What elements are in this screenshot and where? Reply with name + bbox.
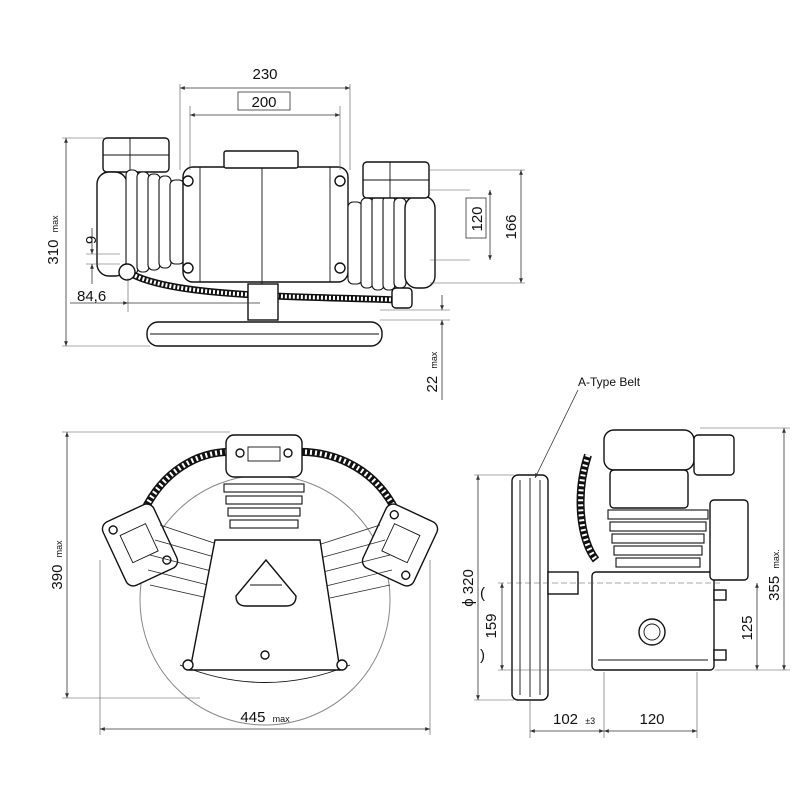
dim-9: 9	[83, 236, 100, 244]
dim-355: 355	[766, 576, 783, 601]
svg-text:445 max: 445 max	[240, 709, 290, 726]
dim-159: 159	[483, 613, 500, 638]
front-view	[101, 434, 439, 726]
svg-text:(: (	[480, 585, 485, 602]
side-valve-right	[709, 499, 749, 581]
front-top-head	[225, 434, 303, 478]
dim-84-6: 84,6	[77, 288, 106, 305]
front-right-head	[361, 503, 439, 587]
front-left-head	[101, 503, 179, 587]
dim-125: 125	[739, 615, 756, 640]
dim-310: 310	[45, 240, 62, 265]
svg-text:355 max.: 355 max.	[766, 549, 783, 601]
right-cylinder-fins	[347, 195, 436, 291]
dim-390-unit: max	[54, 540, 64, 558]
svg-text:22 max: 22 max	[424, 351, 441, 392]
svg-text:102 ±3: 102 ±3	[553, 711, 595, 728]
svg-text:390 max: 390 max	[49, 540, 66, 590]
dim-22-unit: max	[429, 351, 439, 369]
front-left-fins	[147, 524, 221, 599]
front-oil-window	[235, 558, 297, 607]
dim-310-unit: max	[50, 215, 60, 233]
side-valve-top	[693, 434, 735, 476]
dim-166: 166	[503, 214, 520, 239]
svg-text:): )	[480, 647, 485, 664]
dim-120-top: 120	[469, 206, 486, 231]
dim-102: 102	[553, 711, 578, 728]
dim-200: 200	[251, 94, 276, 111]
svg-text:310 max: 310 max	[45, 215, 62, 265]
dim-445-unit: max	[273, 714, 291, 724]
side-fins	[607, 509, 709, 568]
dim-phi-320: ϕ 320	[460, 569, 477, 607]
front-top-fins	[223, 483, 305, 529]
dim-120-side: 120	[639, 711, 664, 728]
left-cylinder-fins	[96, 169, 185, 277]
top-view-dimensions: 230 200 310 max 9 84,6 120	[45, 66, 525, 400]
crankcase-top	[182, 166, 349, 283]
top-view	[96, 137, 436, 347]
dim-355-unit: max.	[771, 549, 781, 569]
side-view	[511, 429, 749, 701]
front-view-dimensions: 390 max 445 max	[49, 431, 431, 735]
side-view-dimensions: ϕ 320 159 ( ) 355 max. 125 102 ±3	[460, 375, 790, 738]
dim-445: 445	[240, 709, 265, 726]
front-right-fins	[317, 524, 393, 599]
dim-390: 390	[49, 565, 66, 590]
side-top-head	[603, 429, 695, 471]
dim-230: 230	[252, 66, 277, 83]
dim-102-tol: ±3	[585, 716, 595, 726]
crankshaft-top	[247, 283, 279, 321]
side-oil-sight	[638, 618, 666, 646]
belt-type-callout: A-Type Belt	[578, 375, 641, 389]
dim-22: 22	[424, 376, 441, 393]
left-fitting	[118, 263, 136, 281]
top-cover-plate	[223, 150, 299, 169]
